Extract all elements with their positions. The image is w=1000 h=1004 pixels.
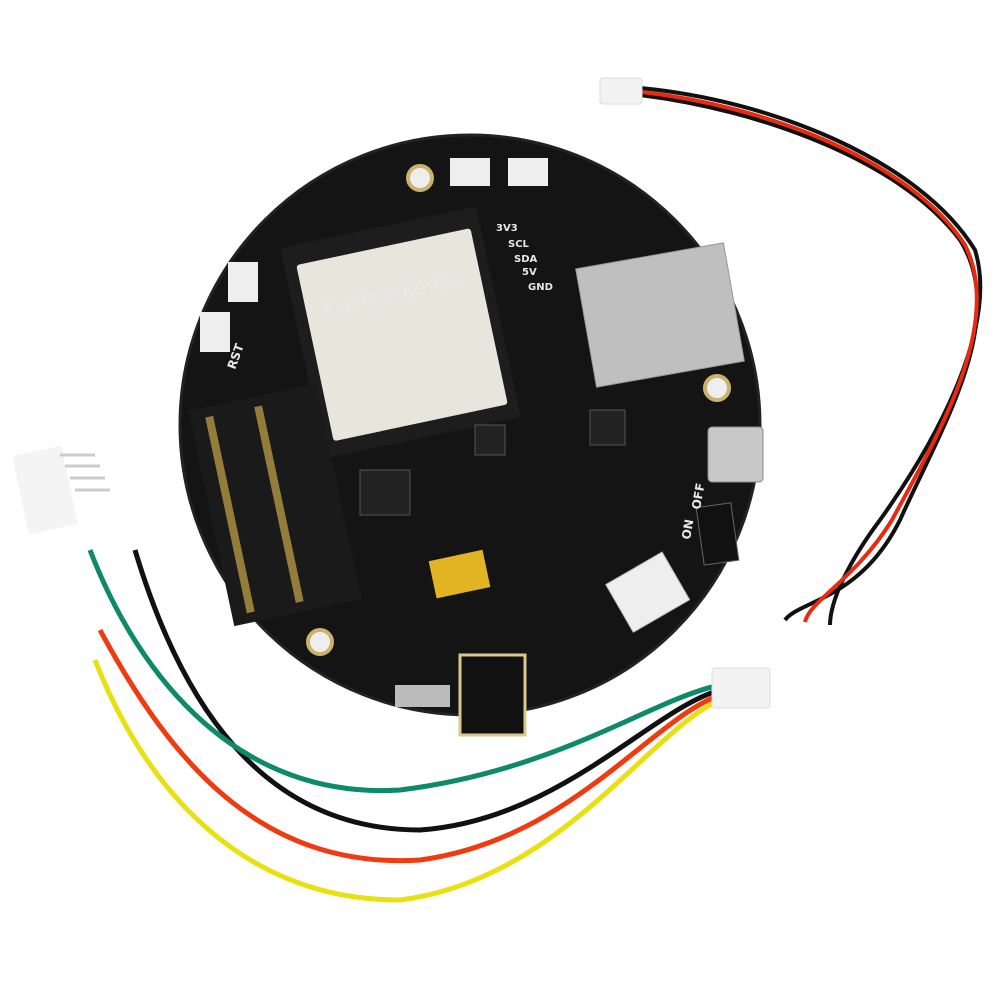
label-3v3: 3V3 xyxy=(496,223,518,234)
jst-plug-top xyxy=(599,77,643,105)
tantalum-caps xyxy=(428,549,491,599)
label-on: ON xyxy=(679,518,696,540)
micro-usb-port xyxy=(707,426,764,483)
label-sda: SDA xyxy=(514,254,538,265)
label-5v: 5V xyxy=(522,267,537,278)
label-scl: SCL xyxy=(508,239,530,250)
button-top-2 xyxy=(508,158,548,186)
sd-card-slot xyxy=(575,242,745,388)
label-gnd: GND xyxy=(528,282,553,293)
two-wire-cable xyxy=(599,77,983,626)
power-switch xyxy=(695,502,740,566)
button-reset xyxy=(200,312,230,352)
audio-jack xyxy=(458,653,527,737)
button-left-1 xyxy=(228,262,258,302)
label-off: OFF xyxy=(689,482,707,511)
jst-connector-board xyxy=(605,551,691,633)
four-wire-cable xyxy=(87,549,771,903)
microphone xyxy=(395,685,450,707)
pcb-board: ESP32-WROVER 3V3 SCL SDA xyxy=(178,133,764,737)
loose-4pin-header xyxy=(12,445,110,535)
button-top-1 xyxy=(450,158,490,186)
jst-plug-bottom xyxy=(711,667,771,709)
